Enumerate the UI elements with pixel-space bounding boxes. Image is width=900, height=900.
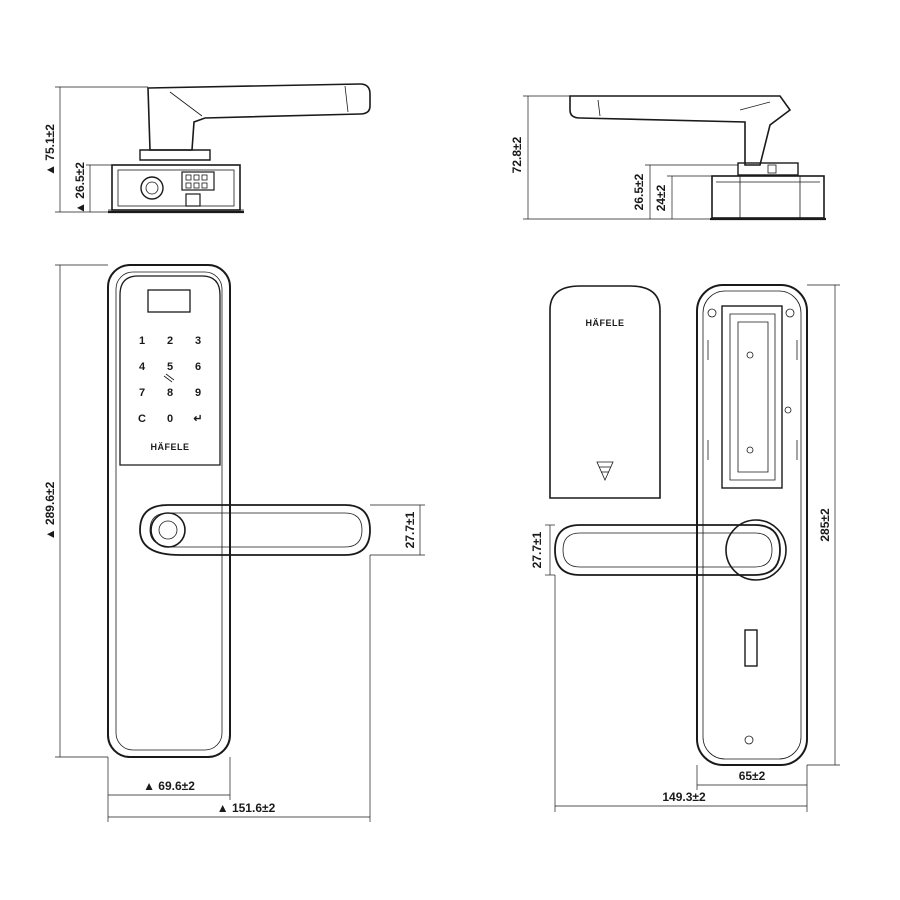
key-3[interactable]: 3	[195, 335, 201, 347]
dim-back-total-width: 149.3±2	[662, 790, 706, 804]
dim-front-total-width: ▲ 151.6±2	[217, 801, 276, 815]
key-0[interactable]: 0	[167, 413, 173, 425]
key-1[interactable]: 1	[139, 335, 145, 347]
key-5[interactable]: 5	[167, 361, 173, 373]
cover-arrow-icon	[596, 461, 614, 481]
card-reader-icon	[163, 373, 175, 383]
back-side-view: 72.8±2 26.5±2 24±2	[510, 95, 826, 221]
dim-front-top-total: ▲ 75.1±2	[43, 124, 57, 176]
key-6[interactable]: 6	[195, 361, 201, 373]
key-4[interactable]: 4	[139, 361, 146, 373]
dim-front-width: ▲ 69.6±2	[143, 779, 195, 793]
key-enter[interactable]: ↵	[193, 413, 202, 425]
dim-front-handle: 27.7±1	[403, 511, 417, 548]
dim-back-width: 65±2	[739, 769, 766, 783]
brand-logo-front: HÄFELE	[151, 442, 190, 452]
key-9[interactable]: 9	[195, 387, 201, 399]
dim-back-height: 285±2	[818, 508, 832, 542]
key-clear[interactable]: C	[138, 413, 146, 425]
dim-back-top-base1: 26.5±2	[632, 173, 646, 210]
back-view: HÄFELE 27.7±1	[530, 284, 840, 812]
front-view: 1 2 3 4 5 6 7 8 9 C 0 ↵ HÄFELE ▲ 289.6±2	[43, 264, 425, 822]
key-8[interactable]: 8	[167, 387, 173, 399]
dim-front-top-base: ▲ 26.5±2	[73, 162, 87, 214]
front-side-view: ▲ 75.1±2 ▲ 26.5±2	[43, 83, 371, 214]
dim-back-top-base2: 24±2	[654, 184, 668, 211]
key-7[interactable]: 7	[139, 387, 145, 399]
brand-logo-cover: HÄFELE	[586, 318, 625, 328]
dim-back-handle: 27.7±1	[530, 531, 544, 568]
dim-back-top-total: 72.8±2	[510, 136, 524, 173]
dim-front-height: ▲ 289.6±2	[43, 481, 57, 540]
key-2[interactable]: 2	[167, 335, 173, 347]
keypad[interactable]: 1 2 3 4 5 6 7 8 9 C 0 ↵	[138, 335, 203, 425]
